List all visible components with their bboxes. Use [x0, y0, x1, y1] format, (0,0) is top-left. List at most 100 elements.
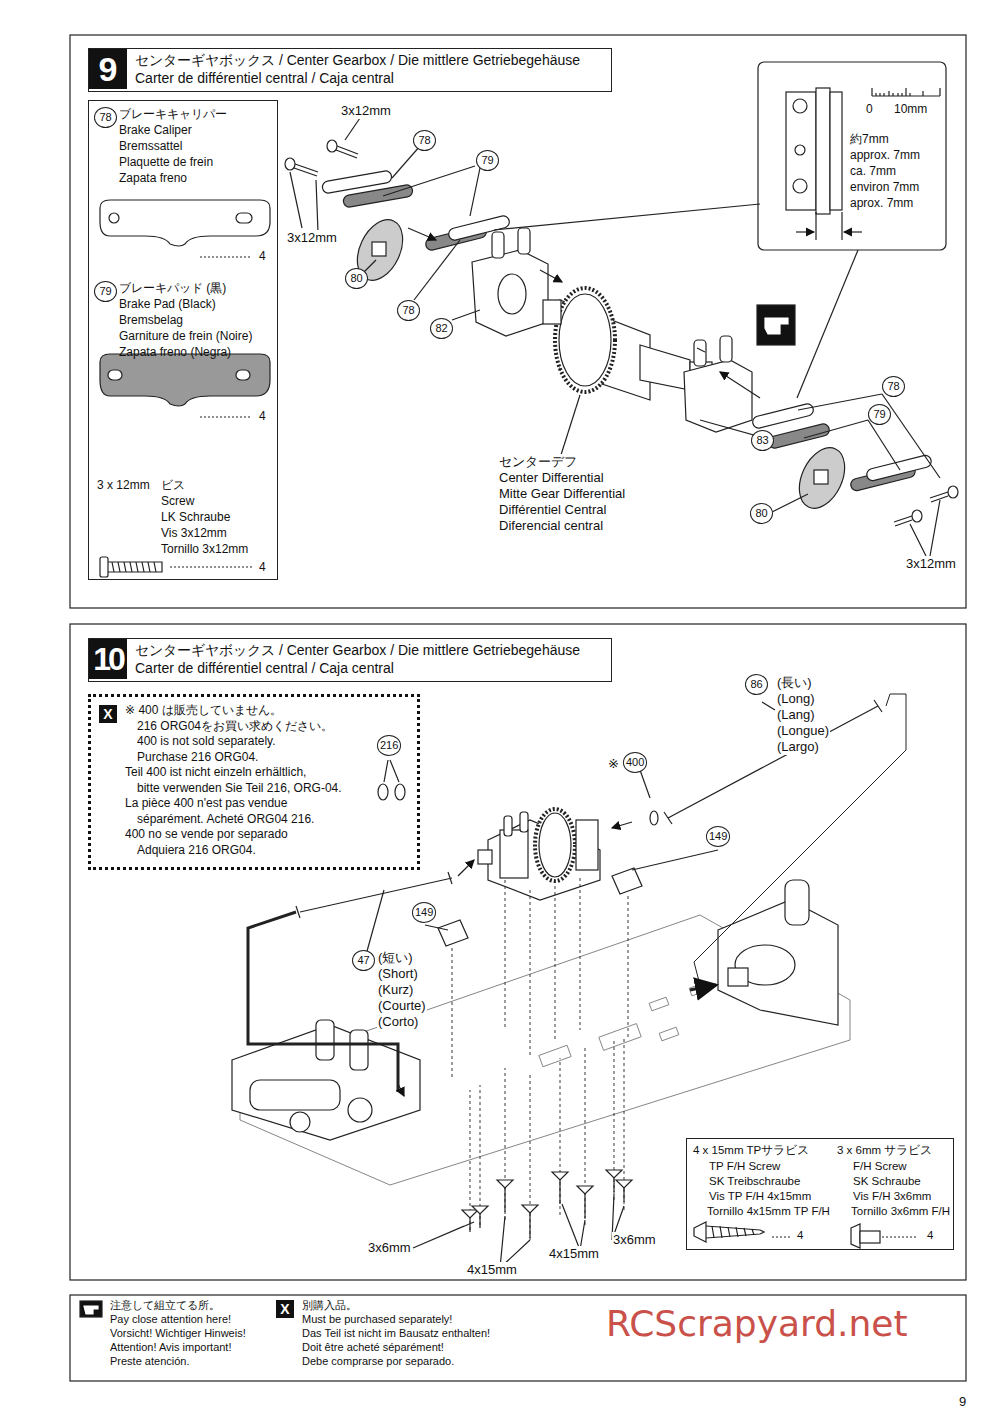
callout-number: 86	[745, 674, 768, 695]
node-text: Bremsbelag	[119, 313, 183, 327]
node-text: 216 ORG04をお買い求めください。	[137, 719, 333, 733]
node-text: Garniture de frein (Noire)	[119, 329, 252, 343]
node-text: 注意して組立てる所。	[110, 1299, 220, 1312]
node-text: bitte verwenden Sie Teil 216, ORG-04.	[137, 781, 342, 795]
callout-number: 82	[430, 318, 453, 339]
part-note: (Longue)	[776, 723, 830, 739]
callout-number: 400	[623, 752, 647, 773]
callout-number: 80	[750, 503, 773, 524]
node-text: 別購入品。	[302, 1299, 357, 1312]
node-text: Carter de différentiel central / Caja ce…	[135, 70, 394, 87]
callout-number: 83	[751, 430, 774, 451]
node-text: Plaquette de frein	[119, 155, 213, 169]
node-text: 3 x 6mm サラビス	[837, 1144, 932, 1158]
node-text: 4	[927, 1229, 933, 1243]
callout-number: 79	[476, 150, 499, 171]
callout-number: 79	[94, 281, 117, 302]
node-text: Must be purchased separately!	[302, 1313, 452, 1326]
node-text: 400 is not sold separately.	[137, 734, 276, 748]
node-text: ブレーキパッド (黒)	[119, 281, 226, 295]
size-label: 3x6mm	[612, 1232, 657, 1248]
node-text: aprox. 7mm	[850, 196, 913, 210]
node-text: Brake Caliper	[119, 123, 192, 137]
node-text: 4	[259, 409, 266, 423]
node-text: Bremssattel	[119, 139, 182, 153]
node-text: ca. 7mm	[850, 164, 896, 178]
node-text: Brake Pad (Black)	[119, 297, 216, 311]
node-text: Debe comprarse por separado.	[302, 1355, 454, 1368]
node-text: ブレーキキャリパー	[119, 107, 227, 121]
callout-number: 79	[868, 404, 891, 425]
callout-number: 149	[412, 902, 436, 923]
part-note: (長い)	[776, 675, 813, 691]
node-text: 3 x 12mm	[97, 478, 150, 492]
part-note: (Courte)	[377, 998, 427, 1014]
node-text: 0	[866, 102, 873, 116]
part-note: (Long)	[776, 691, 816, 707]
note-box: X※ 400 は販売していません。216 ORG04をお買い求めください。400…	[88, 694, 420, 870]
part-name: Différentiel Central	[498, 502, 607, 518]
node-text: ビス	[161, 478, 185, 492]
size-label: 3x6mm	[367, 1240, 412, 1256]
node-text: Doit être acheté séparément!	[302, 1341, 444, 1354]
callout-number: 78	[882, 376, 905, 397]
size-label: 3x12mm	[286, 230, 338, 246]
node-text: 10mm	[894, 102, 927, 116]
node-text: environ 7mm	[850, 180, 919, 194]
node-text: Tornillo 3x12mm	[161, 542, 248, 556]
watermark: RCScrapyard.net	[606, 1302, 908, 1345]
node-text: Pay close attention here!	[110, 1313, 231, 1326]
step-header: 9 センターギヤボックス / Center Gearbox / Die mittl…	[88, 48, 612, 92]
callout-number: 78	[413, 130, 436, 151]
node-text: Preste atención.	[110, 1355, 190, 1368]
node-text: Vis 3x12mm	[161, 526, 227, 540]
callout-number: 216	[377, 735, 401, 756]
node-text: SK Schraube	[853, 1175, 921, 1189]
node-text: Vis F/H 3x6mm	[853, 1190, 931, 1204]
node-text: Zapata freno	[119, 171, 187, 185]
node-text: 4	[259, 560, 266, 574]
node-text: approx. 7mm	[850, 148, 920, 162]
part-name: センターデフ	[498, 454, 578, 470]
node-text: Tornillo 4x15mm TP F/H	[707, 1205, 830, 1219]
part-note: (Short)	[377, 966, 419, 982]
node-text: La pièce 400 n'est pas vendue	[125, 796, 287, 810]
node-text: 400 no se vende por separado	[125, 827, 288, 841]
node-text: 4	[259, 249, 266, 263]
purchase-icon: X	[276, 1300, 294, 1318]
node-text: 4 x 15mm TPサラビス	[693, 1144, 809, 1158]
part-name: Center Differential	[498, 470, 605, 486]
callout-number: 47	[352, 950, 375, 971]
part-name: Mitte Gear Differential	[498, 486, 626, 502]
dimension-callout: 010mm約7mmapprox. 7mmca. 7mmenviron 7mmap…	[758, 62, 946, 250]
node-text: F/H Screw	[853, 1160, 907, 1174]
node-text: Purchase 216 ORG04.	[137, 750, 258, 764]
node-text: Carter de différentiel central / Caja ce…	[135, 660, 394, 677]
node-text: Das Teil ist nicht im Bausatz enthalten!	[302, 1327, 490, 1340]
node-text: LK Schraube	[161, 510, 230, 524]
part-note: (Lang)	[776, 707, 816, 723]
node-text: Vorsicht! Wichtiger Hinweis!	[110, 1327, 246, 1340]
size-label: 4x15mm	[466, 1262, 518, 1278]
callout-number: 149	[706, 826, 730, 847]
note-mark: ※	[607, 756, 620, 772]
step-number: 10	[89, 639, 127, 679]
node-text: séparément. Acheté ORG04 216.	[137, 812, 314, 826]
page-number: 9	[958, 1394, 967, 1410]
part-note: (Largo)	[776, 739, 820, 755]
node-text: センターギヤボックス / Center Gearbox / Die mittle…	[135, 52, 580, 69]
step-number: 9	[89, 49, 127, 89]
size-label: 3x12mm	[905, 556, 957, 572]
node-text: 4	[797, 1229, 803, 1243]
node-text: Zapata freno (Negra)	[119, 345, 231, 359]
node-text: Screw	[161, 494, 194, 508]
purchase-icon: X	[99, 705, 117, 723]
node-text: ※ 400 は販売していません。	[125, 703, 282, 717]
step-header: 10センターギヤボックス / Center Gearbox / Die mitt…	[88, 638, 612, 682]
size-label: 4x15mm	[548, 1246, 600, 1262]
callout-number: 78	[397, 300, 420, 321]
node-text: Vis TP F/H 4x15mm	[709, 1190, 811, 1204]
node-text: Attention! Avis important!	[110, 1341, 231, 1354]
node-text: Adquiera 216 ORG04.	[137, 843, 256, 857]
node-text: Tornillo 3x6mm F/H	[851, 1205, 950, 1219]
